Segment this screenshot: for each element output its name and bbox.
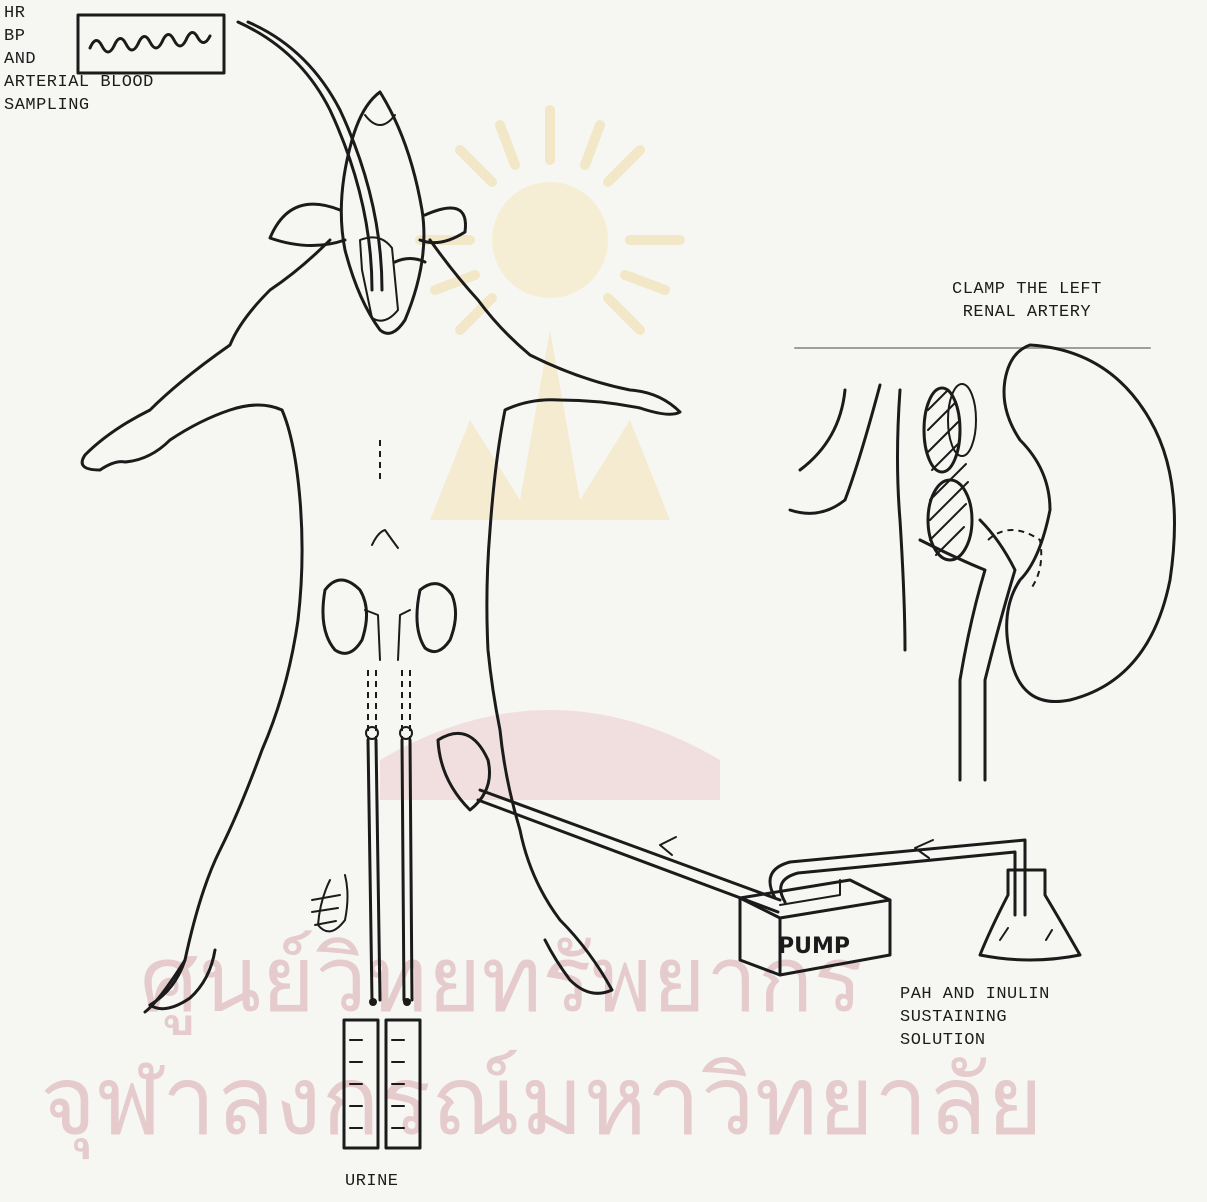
monitor-label: HR BP AND ARTERIAL BLOOD SAMPLING [4, 2, 154, 117]
pump-to-flask-tubing [770, 840, 1025, 915]
solution-flask [980, 870, 1080, 960]
infusion-pump [740, 880, 890, 975]
pump-label: PUMP [778, 934, 850, 959]
clamp-label: CLAMP THE LEFT RENAL ARTERY [952, 278, 1102, 324]
kidneys-and-ureters [323, 580, 456, 740]
infusion-solution-label: PAH AND INULIN SUSTAINING SOLUTION [900, 983, 1050, 1052]
urine-label: URINE [345, 1170, 399, 1193]
renal-artery-clamp-inset [790, 345, 1175, 780]
urine-collection-tubes [344, 1020, 420, 1148]
